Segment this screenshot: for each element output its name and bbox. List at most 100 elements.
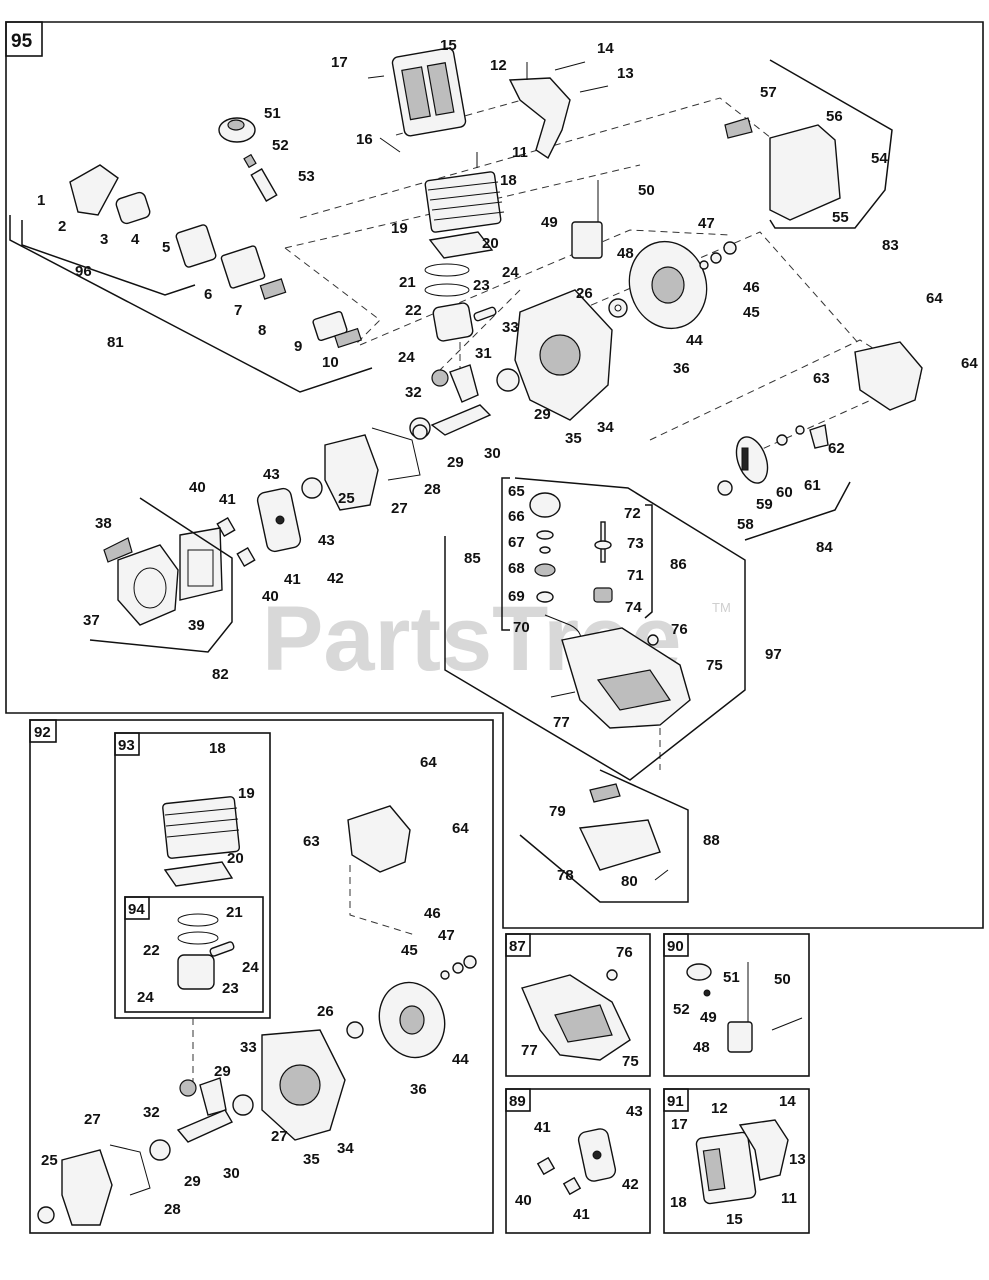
- watermark-tm: TM: [712, 600, 731, 615]
- g90-callout-50: 50: [774, 971, 791, 988]
- g92-callout-64b: 64: [452, 820, 469, 837]
- callout-44: 44: [686, 332, 703, 349]
- g89-callout-42: 42: [622, 1176, 639, 1193]
- callout-10: 10: [322, 354, 339, 371]
- g89-callout-43: 43: [626, 1103, 643, 1120]
- callout-23: 23: [473, 277, 490, 294]
- callout-22: 22: [405, 302, 422, 319]
- g92-callout-23: 23: [222, 980, 239, 997]
- callout-33: 33: [502, 319, 519, 336]
- callout-45: 45: [743, 304, 760, 321]
- callout-11: 11: [512, 144, 528, 161]
- g92-callout-64a: 64: [420, 754, 437, 771]
- g92-callout-25: 25: [41, 1152, 58, 1169]
- callout-21: 21: [399, 274, 416, 291]
- callout-88: 88: [703, 832, 720, 849]
- g92-callout-35: 35: [303, 1151, 320, 1168]
- callout-12: 12: [490, 57, 507, 74]
- callout-83: 83: [882, 237, 899, 254]
- callout-1: 1: [37, 192, 45, 209]
- group-90-label: 90: [667, 938, 684, 955]
- g92-callout-20: 20: [227, 850, 244, 867]
- callout-29a: 29: [534, 406, 551, 423]
- g92-callout-32: 32: [143, 1104, 160, 1121]
- g92-callout-46: 46: [424, 905, 441, 922]
- g89-callout-41b: 41: [573, 1206, 590, 1223]
- callout-51: 51: [264, 105, 281, 122]
- callout-58: 58: [737, 516, 754, 533]
- callout-17: 17: [331, 54, 348, 71]
- g92-callout-24a: 24: [242, 959, 259, 976]
- callout-56: 56: [826, 108, 843, 125]
- callout-24b: 24: [398, 349, 415, 366]
- callout-71: 71: [627, 567, 644, 584]
- callout-62: 62: [828, 440, 845, 457]
- group-90: 90 51 50 52 49 48: [663, 933, 810, 1077]
- g92-callout-34: 34: [337, 1140, 354, 1157]
- callout-4: 4: [131, 231, 140, 248]
- g92-callout-18: 18: [209, 740, 226, 757]
- main-parts: [69, 47, 923, 881]
- callout-64a: 64: [926, 290, 943, 307]
- callout-66: 66: [508, 508, 525, 525]
- callout-72: 72: [624, 505, 641, 522]
- callout-75: 75: [706, 657, 723, 674]
- callout-96: 96: [75, 263, 92, 280]
- callout-80: 80: [621, 873, 638, 890]
- g90-callout-52: 52: [673, 1001, 690, 1018]
- callout-85: 85: [464, 550, 481, 567]
- g91-callout-11: 11: [781, 1190, 797, 1207]
- callout-2: 2: [58, 218, 66, 235]
- g87-callout-76: 76: [616, 944, 633, 961]
- callout-39: 39: [188, 617, 205, 634]
- callout-27: 27: [391, 500, 408, 517]
- callout-13: 13: [617, 65, 634, 82]
- callout-64b: 64: [961, 355, 978, 372]
- g90-callout-49: 49: [700, 1009, 717, 1026]
- callout-26: 26: [576, 285, 593, 302]
- callout-20: 20: [482, 235, 499, 252]
- group-87-label: 87: [509, 938, 526, 955]
- callout-40a: 40: [189, 479, 206, 496]
- g91-callout-17: 17: [671, 1116, 688, 1133]
- callout-77: 77: [553, 714, 570, 731]
- g92-callout-24b: 24: [137, 989, 154, 1006]
- callout-48: 48: [617, 245, 634, 262]
- group-89: 89 43 41 42 40 41: [505, 1088, 651, 1234]
- g89-callout-41a: 41: [534, 1119, 551, 1136]
- callout-67: 67: [508, 534, 525, 551]
- callout-29b: 29: [447, 454, 464, 471]
- callout-5: 5: [162, 239, 170, 256]
- flywheel-part: [628, 240, 708, 330]
- callout-35: 35: [565, 430, 582, 447]
- g92-callout-30: 30: [223, 1165, 240, 1182]
- callout-73: 73: [627, 535, 644, 552]
- callout-36: 36: [673, 360, 690, 377]
- callout-63: 63: [813, 370, 830, 387]
- main-box-label: 95: [11, 31, 33, 52]
- callout-65: 65: [508, 483, 525, 500]
- callout-34: 34: [597, 419, 614, 436]
- callout-38: 38: [95, 515, 112, 532]
- callout-19: 19: [391, 220, 408, 237]
- group-94-label: 94: [128, 901, 145, 918]
- callout-74: 74: [625, 599, 642, 616]
- callout-47: 47: [698, 215, 715, 232]
- callout-15: 15: [440, 37, 457, 54]
- callout-82: 82: [212, 666, 229, 683]
- g92-callout-29a: 29: [214, 1063, 231, 1080]
- callout-3: 3: [100, 231, 108, 248]
- g92-callout-44: 44: [452, 1051, 469, 1068]
- callout-60: 60: [776, 484, 793, 501]
- callout-43a: 43: [263, 466, 280, 483]
- group-brackets: [9, 59, 893, 903]
- callout-31: 31: [475, 345, 492, 362]
- callout-69: 69: [508, 588, 525, 605]
- callout-41a: 41: [219, 491, 236, 508]
- g90-callout-51: 51: [723, 969, 740, 986]
- shield-guard-part: [561, 627, 691, 729]
- g92-callout-19: 19: [238, 785, 255, 802]
- callout-53: 53: [298, 168, 315, 185]
- muffler-guard-part: [391, 47, 467, 137]
